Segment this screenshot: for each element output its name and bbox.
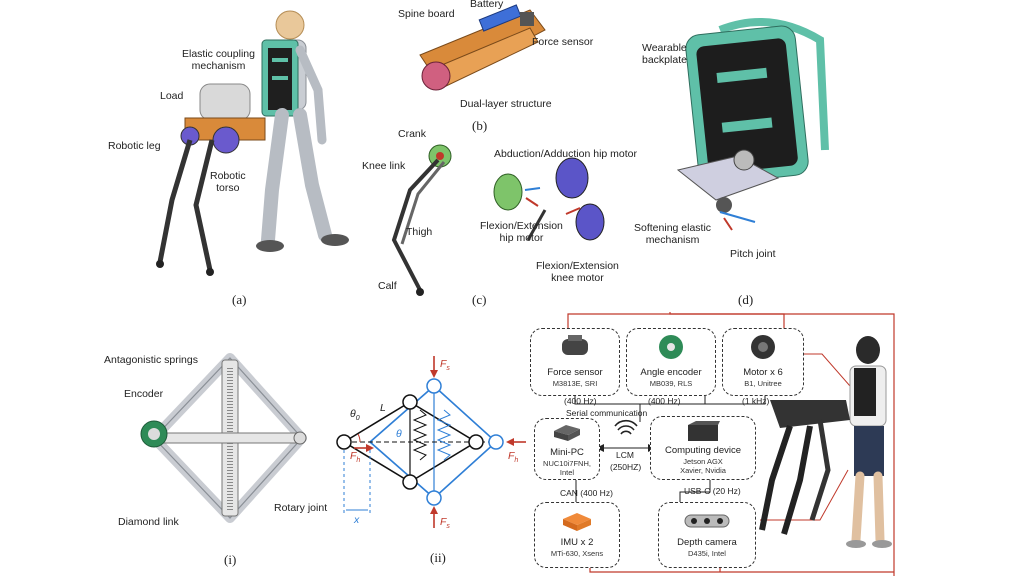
- label-flexion-knee-motor: Flexion/Extension knee motor: [536, 260, 619, 284]
- imu-box: IMU x 2 MTi-630, Xsens: [534, 502, 620, 568]
- robot-and-human-illustration: [156, 10, 349, 276]
- label-rotary-joint: Rotary joint: [274, 502, 328, 514]
- can-label: CAN (400 Hz): [560, 488, 613, 498]
- label-robotic-leg: Robotic leg: [108, 140, 161, 152]
- label-load: Load: [160, 90, 184, 102]
- system-connections: [567, 312, 895, 576]
- motor-title: Motor x 6: [743, 367, 783, 378]
- label-softening-elastic: Softening elastic mechanism: [634, 222, 712, 246]
- diamond-link-illustration: [140, 353, 307, 523]
- caption-a: (a): [232, 292, 247, 307]
- label-spine-board: Spine board: [398, 8, 455, 20]
- caption-i: (i): [224, 552, 237, 567]
- panel-d: Wearable backplate Softening elastic mec…: [620, 0, 850, 310]
- leg-and-motors-illustration: [391, 144, 605, 296]
- computing-device-icon: [688, 421, 720, 441]
- label-x: x: [354, 514, 360, 526]
- label-flexion-hip-motor: Flexion/Extension hip motor: [480, 220, 563, 244]
- caption-b: (b): [472, 118, 488, 133]
- depth-camera-icon: [684, 514, 730, 528]
- label-dual-layer: Dual-layer structure: [460, 98, 552, 110]
- label-fs-bottom: Fs: [440, 516, 450, 531]
- label-theta0: θ0: [350, 408, 360, 423]
- label-thigh: Thigh: [406, 226, 433, 238]
- motor-rate: (1 kHz): [742, 396, 770, 406]
- force-sensor-icon: [562, 335, 588, 355]
- backplate-illustration: [676, 18, 829, 231]
- force-sensor-rate: (400 Hz): [564, 396, 597, 406]
- angle-encoder-box: Angle encoder MB039, RLS: [626, 328, 716, 396]
- panel-b: Spine board Battery Force sensor Dual-la…: [380, 0, 620, 140]
- angle-encoder-sub: MB039, RLS: [649, 379, 693, 388]
- mini-pc-icon: [554, 425, 580, 441]
- label-force-sensor: Force sensor: [532, 36, 594, 48]
- computing-device-box: Computing device Jetson AGX Xavier, Nvid…: [650, 416, 756, 480]
- depth-camera-sub: D435i, Intel: [688, 549, 726, 558]
- mechanism-schematic: [336, 356, 526, 528]
- label-wearable-backplate: Wearable backplate: [642, 42, 687, 66]
- mini-pc-title: Mini-PC: [550, 447, 584, 458]
- panel-a: Elastic coupling mechanism Load Robotic …: [0, 0, 360, 310]
- label-antagonistic-springs: Antagonistic springs: [104, 354, 198, 366]
- serial-communication-label: Serial communication: [566, 408, 648, 418]
- imu-sub: MTi-630, Xsens: [550, 549, 604, 558]
- label-fs-top: Fs: [440, 358, 450, 373]
- label-encoder: Encoder: [124, 388, 164, 400]
- computing-device-title: Computing device: [664, 445, 742, 456]
- usbc-label: USB-C (20 Hz): [684, 486, 741, 496]
- caption-ii: (ii): [430, 550, 446, 565]
- panel-c: Crank Knee link Thigh Calf Abduction/Add…: [340, 120, 650, 310]
- label-link-length: L: [380, 402, 386, 414]
- computing-device-sub2: Xavier, Nvidia: [680, 466, 726, 475]
- panel-i: Antagonistic springs Encoder Diamond lin…: [90, 330, 350, 576]
- mini-pc-box: Mini-PC NUC10i7FNH, Intel: [534, 418, 600, 480]
- label-theta: θ: [396, 428, 402, 440]
- panel-ii: Fs Fs Fh Fh θ0 θ L x (ii): [330, 350, 530, 576]
- angle-encoder-rate: (400 Hz): [648, 396, 681, 406]
- system-diagram: Force sensor M3813E, SRI (400 Hz) Angle …: [520, 310, 1024, 576]
- imu-title: IMU x 2: [560, 537, 594, 548]
- label-calf: Calf: [378, 280, 397, 292]
- spine-board-illustration: [419, 4, 546, 91]
- label-robotic-torso: Robotic torso: [210, 170, 246, 194]
- computing-device-sub1: Jetson AGX: [683, 457, 723, 466]
- label-diamond-link: Diamond link: [118, 516, 179, 528]
- label-pitch-joint: Pitch joint: [730, 248, 776, 260]
- caption-d: (d): [738, 292, 754, 307]
- motor-sub: B1, Unitree: [744, 379, 782, 388]
- force-sensor-title: Force sensor: [547, 367, 603, 378]
- mini-pc-sub: NUC10i7FNH, Intel: [543, 459, 591, 477]
- label-fh-left: Fh: [350, 450, 361, 465]
- person-with-robot-photo: [759, 336, 892, 548]
- force-sensor-box: Force sensor M3813E, SRI: [530, 328, 620, 396]
- lcm-title: LCM: [616, 450, 634, 460]
- label-abduction-motor: Abduction/Adduction hip motor: [494, 148, 638, 160]
- label-knee-link: Knee link: [362, 160, 406, 172]
- lcm-rate: (250HZ): [610, 462, 642, 472]
- force-sensor-sub: M3813E, SRI: [552, 379, 598, 388]
- angle-encoder-title: Angle encoder: [640, 367, 702, 378]
- label-fh-right: Fh: [508, 450, 519, 465]
- label-crank: Crank: [398, 128, 427, 140]
- imu-icon: [563, 513, 591, 531]
- motor-box: Motor x 6 B1, Unitree: [722, 328, 804, 396]
- motor-icon: [751, 335, 775, 359]
- label-elastic-coupling: Elastic coupling mechanism: [182, 48, 255, 72]
- label-battery: Battery: [470, 0, 504, 10]
- depth-camera-box: Depth camera D435i, Intel: [658, 502, 756, 568]
- angle-encoder-icon: [659, 335, 683, 359]
- caption-c: (c): [472, 292, 487, 307]
- depth-camera-title: Depth camera: [677, 537, 737, 548]
